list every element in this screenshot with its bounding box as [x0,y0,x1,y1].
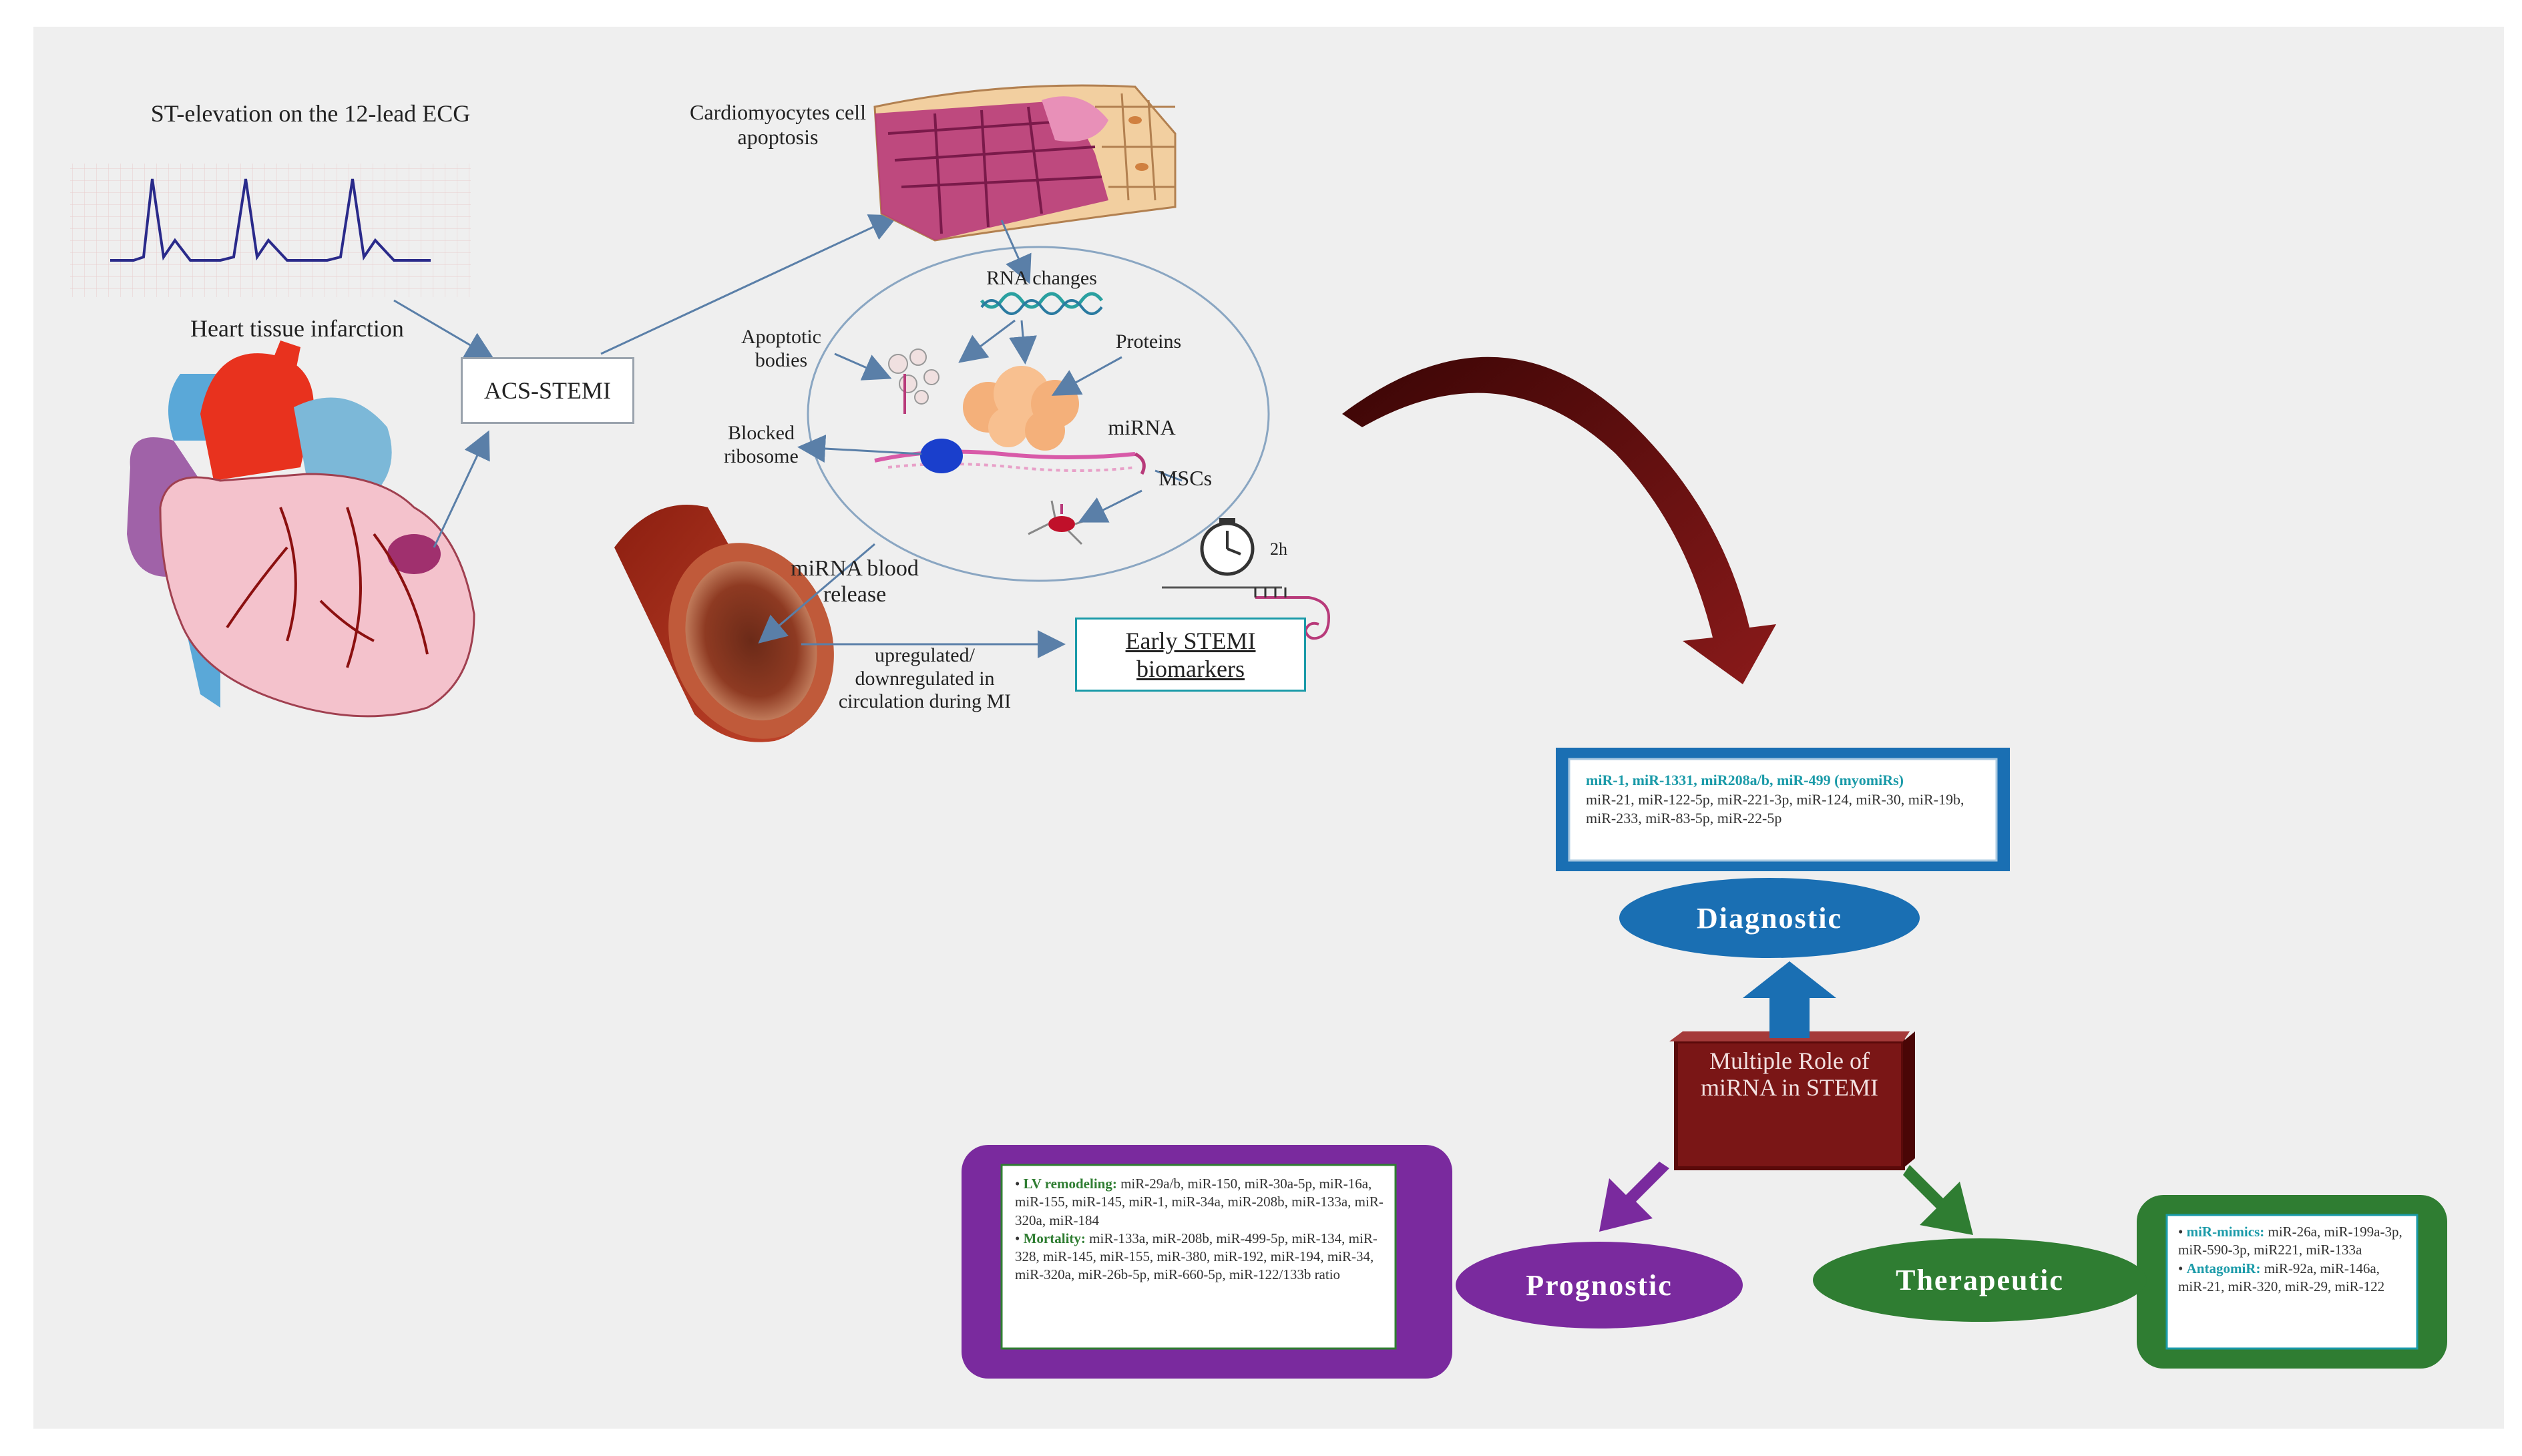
diagnostic-label: Diagnostic [1697,901,1842,935]
early-biomarkers-box: Early STEMI biomarkers [1075,618,1306,692]
therapeutic-mimics: • miR-mimics: miR-26a, miR-199a-3p, miR-… [2178,1224,2402,1258]
cell-ellipse [807,246,1270,582]
cardiomyocytes-illustration [873,84,1177,242]
blocked-ribosome-label: Blocked ribosome [724,422,799,467]
prognostic-card: • LV remodeling: miR-29a/b, miR-150, miR… [1015,1175,1386,1284]
prognostic-label: Prognostic [1526,1268,1673,1302]
diagnostic-card: miR-1, miR-1331, miR208a/b, miR-499 (myo… [1586,771,1983,828]
ecg-strip [70,164,471,297]
rna-helix [980,292,1103,309]
mortality-text: miR-133a, miR-208b, miR-499-5p, miR-134,… [1015,1230,1378,1283]
therapeutic-card: • miR-mimics: miR-26a, miR-199a-3p, miR-… [2178,1223,2408,1296]
ecg-trace [110,178,431,262]
apoptotic-bodies-label: Apoptotic bodies [741,326,821,371]
time-2h-label: 2h [1270,539,1287,559]
cardiomyocytes-label: Cardiomyocytes cell apoptosis [690,100,866,149]
therapeutic-antagomir: • AntagomiR: miR-92a, miR-146a, miR-21, … [2178,1260,2385,1294]
proteins-label: Proteins [1115,330,1182,352]
therapeutic-label: Therapeutic [1896,1264,2064,1296]
arrow-to-prognostic [1599,1162,1669,1232]
arrow-up-diagnostic [1743,961,1836,1038]
ribosome-icon [920,439,963,473]
prognostic-ellipse: Prognostic [1456,1242,1743,1328]
lv-remodeling-key: LV remodeling: [1023,1176,1117,1192]
center-label: Multiple Role of miRNA in STEMI [1700,1047,1879,1101]
diagnostic-ellipse: Diagnostic [1619,878,1920,958]
heart-illustration [127,340,475,718]
antagomir-text: miR-92a, miR-146a, miR-21, miR-320, miR-… [2178,1260,2385,1294]
ecg-title: ST-elevation on the 12-lead ECG [150,100,471,127]
antagomir-key: AntagomiR: [2186,1260,2261,1276]
prognostic-lv: • LV remodeling: miR-29a/b, miR-150, miR… [1015,1176,1384,1228]
therapeutic-ellipse: Therapeutic [1813,1238,2147,1322]
mirna-blood-release-label: miRNA blood release [791,556,919,608]
mimics-key: miR-mimics: [2186,1224,2265,1240]
mirna-label: miRNA [1108,415,1176,439]
mirna-hairpin-icon [1255,596,1331,640]
regulation-note: upregulated/ downregulated in circulatio… [838,644,1012,712]
mortality-key: Mortality: [1023,1230,1086,1246]
prognostic-mortality: • Mortality: miR-133a, miR-208b, miR-499… [1015,1230,1378,1283]
heart-label: Heart tissue infarction [190,315,404,342]
mscs-label: MSCs [1158,466,1213,490]
lv-remodeling-text: miR-29a/b, miR-150, miR-30a-5p, miR-16a,… [1015,1176,1384,1228]
proteins-icon [963,366,1079,451]
rna-changes-label: RNA changes [986,267,1097,289]
mimics-text: miR-26a, miR-199a-3p, miR-590-3p, miR221… [2178,1224,2402,1258]
diagnostic-highlight: miR-1, miR-1331, miR208a/b, miR-499 (myo… [1586,772,1904,788]
acs-stemi-box: ACS-STEMI [461,357,634,424]
arrow-to-therapeutic [1903,1165,1973,1235]
msc-icon [1028,500,1096,545]
clock-icon [1200,518,1255,576]
early-biomarkers-label: Early STEMI biomarkers [1125,627,1256,682]
curved-arrow [1342,356,1776,684]
apoptotic-bodies-icon [888,348,939,414]
diagnostic-rest: miR-21, miR-122-5p, miR-221-3p, miR-124,… [1586,790,1964,827]
blood-vessel-illustration [614,505,834,742]
